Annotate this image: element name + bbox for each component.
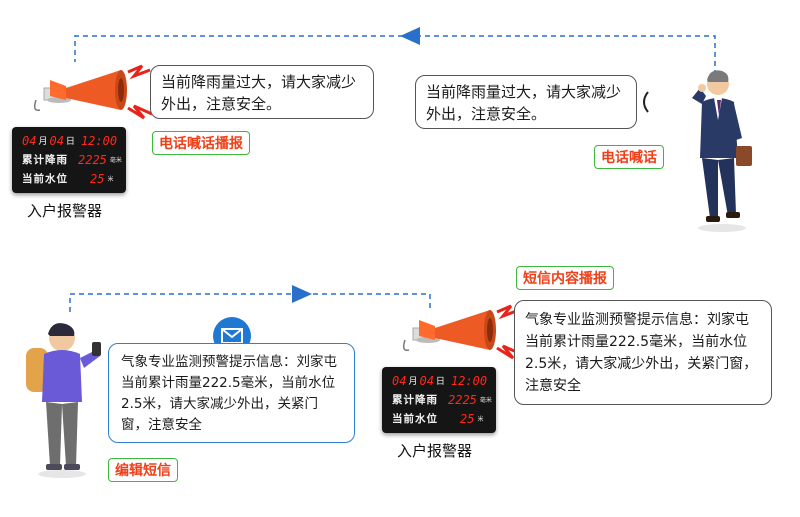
alarm-speech-bubble: 当前降雨量过大，请大家减少外出，注意安全。 [150,65,374,119]
panel-day: 04 [49,133,64,148]
device-caption-bottom: 入户报警器 [397,442,473,460]
panel-time: 12:00 [80,133,118,148]
caller-speech-bubble: 当前降雨量过大，请大家减少外出，注意安全。 [415,75,637,129]
phone-wave-icon [643,91,649,113]
sms-edit-bubble: 气象专业监测预警提示信息：刘家屯当前累计雨量222.5毫米，当前水位2.5米，请… [108,343,355,443]
sms-edit-tag: 编辑短信 [108,458,178,482]
alarm-broadcast-tag: 电话喊话播报 [152,131,250,155]
panel-rainfall-row: 累计降雨 2225 毫米 [22,152,122,167]
panel-waterlevel-row: 当前水位 25 米 [22,171,114,186]
device-caption-top: 入户报警器 [27,202,103,220]
sms-broadcast-tag: 短信内容播报 [516,266,614,290]
panel-waterlevel-value: 25 [90,171,105,186]
broadcast-speech-bubble: 气象专业监测预警提示信息：刘家屯当前累计雨量222.5毫米，当前水位2.5米，请… [514,300,772,405]
panel-month: 04 [22,133,37,148]
panel-rainfall-value: 2225 [78,152,107,167]
person-phone-figure [26,323,101,478]
caller-tag: 电话喊话 [594,145,664,169]
megaphone-icon [33,64,153,120]
businessman-figure [692,70,752,232]
megaphone-icon [402,304,522,360]
